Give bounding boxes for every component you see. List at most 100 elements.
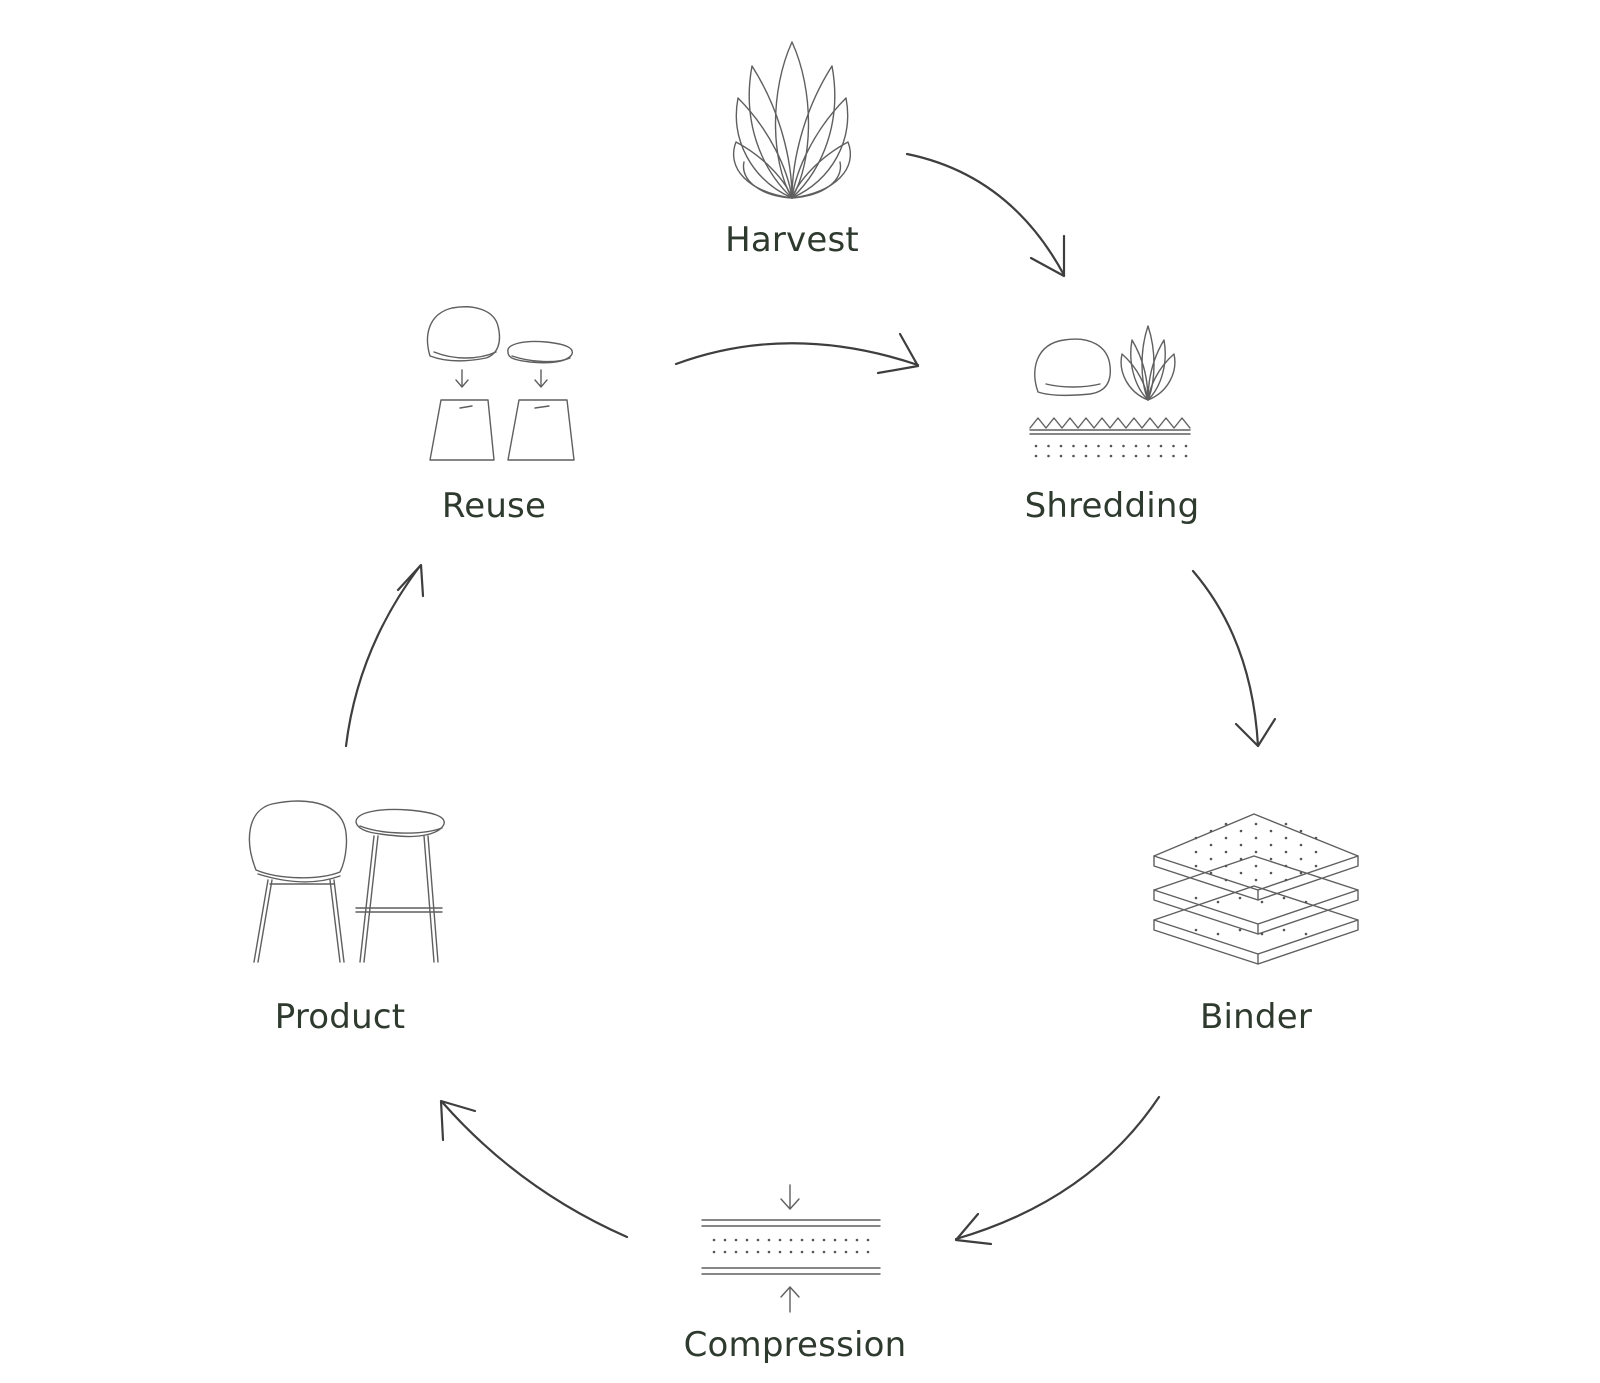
reuse-icon (426, 306, 575, 461)
shred-dot (1059, 444, 1063, 448)
board-dot (1224, 864, 1228, 868)
press-dot (811, 1238, 815, 1242)
shred-dot (1047, 454, 1050, 458)
shred-dot (1072, 444, 1075, 448)
label-shredding: Shredding (1024, 486, 1200, 526)
shred-dot (1184, 444, 1188, 448)
board-dot (1269, 857, 1273, 861)
board-dot (1194, 850, 1198, 854)
board-dot (1238, 928, 1242, 932)
press-dot (833, 1238, 837, 1242)
shred-dot (1122, 444, 1125, 448)
board-dot (1284, 878, 1288, 882)
board-dot (1314, 836, 1318, 840)
board-dot (1209, 871, 1213, 875)
board-dot (1224, 850, 1228, 854)
board-dot (1216, 932, 1220, 936)
shred-dot (1134, 444, 1138, 448)
press-dot (800, 1238, 804, 1242)
press-dot (800, 1250, 804, 1254)
shred-dot (1122, 454, 1125, 458)
board-dot (1314, 850, 1318, 854)
board-dot (1224, 836, 1228, 840)
press-dot (778, 1238, 782, 1242)
board-dot (1254, 822, 1258, 826)
board-dot (1282, 928, 1286, 932)
chair-and-stool-icon (248, 800, 445, 963)
shred-dot (1097, 444, 1100, 448)
board-dot (1209, 857, 1213, 861)
press-dot (723, 1238, 727, 1242)
board-dot (1260, 932, 1264, 936)
board-dot (1254, 836, 1258, 840)
board-dot (1239, 843, 1243, 847)
press-dot (712, 1238, 716, 1242)
board-dot (1284, 822, 1288, 826)
label-binder: Binder (1200, 997, 1312, 1037)
board-dot (1299, 843, 1303, 847)
shred-dot (1134, 454, 1138, 458)
arrow-harvest-to-shredding (905, 152, 1066, 278)
shred-dot (1034, 444, 1038, 448)
shred-dot (1147, 454, 1150, 458)
board-dot (1224, 878, 1228, 882)
press-dot (734, 1250, 738, 1254)
press-dot (712, 1250, 716, 1254)
board-dot (1194, 928, 1198, 932)
shred-dot (1072, 454, 1075, 458)
label-product: Product (274, 997, 406, 1037)
stacked-boards-icon (1153, 813, 1359, 965)
board-dot (1239, 857, 1243, 861)
shredding-icon (1029, 325, 1191, 458)
label-reuse: Reuse (441, 486, 547, 526)
press-dot (778, 1250, 782, 1254)
press-dot (745, 1250, 749, 1254)
shred-dot (1184, 454, 1188, 458)
board-dot (1254, 850, 1258, 854)
shred-dot (1059, 454, 1063, 458)
board-dot (1194, 836, 1198, 840)
arrow-reuse-to-shredding (674, 332, 920, 375)
press-dot (745, 1238, 749, 1242)
press-dot (866, 1238, 870, 1242)
press-dot (789, 1250, 793, 1254)
shred-dot (1172, 444, 1175, 448)
press-dot (855, 1250, 859, 1254)
press-dot (789, 1238, 793, 1242)
board-dot (1304, 900, 1308, 904)
arrow-shredding-to-binder (1191, 569, 1277, 748)
board-dot (1260, 900, 1264, 904)
label-compression: Compression (683, 1325, 907, 1365)
board-dot (1299, 857, 1303, 861)
board-dot (1254, 878, 1258, 882)
press-dot (811, 1250, 815, 1254)
label-harvest: Harvest (725, 220, 859, 260)
board-dot (1194, 896, 1198, 900)
press-dot (822, 1250, 826, 1254)
arrow-product-to-reuse (344, 563, 425, 748)
press-dot (866, 1250, 870, 1254)
board-dot (1209, 829, 1213, 833)
board-dot (1254, 864, 1258, 868)
board-dot (1282, 896, 1286, 900)
board-dot (1299, 871, 1303, 875)
board-dot (1284, 836, 1288, 840)
press-dot (833, 1250, 837, 1254)
press-dot (756, 1238, 760, 1242)
shred-dot (1034, 454, 1038, 458)
shred-dot (1084, 444, 1088, 448)
board-dot (1239, 871, 1243, 875)
board-dot (1314, 864, 1318, 868)
press-dot (822, 1238, 826, 1242)
board-dot (1194, 864, 1198, 868)
board-dot (1269, 829, 1273, 833)
board-dot (1269, 871, 1273, 875)
press-dot (723, 1250, 727, 1254)
shred-dot (1109, 454, 1113, 458)
arrow-compression-to-product (439, 1099, 629, 1239)
shred-dot (1047, 444, 1050, 448)
press-material-dots (712, 1238, 870, 1254)
shred-dot (1084, 454, 1088, 458)
board-dot (1239, 829, 1243, 833)
